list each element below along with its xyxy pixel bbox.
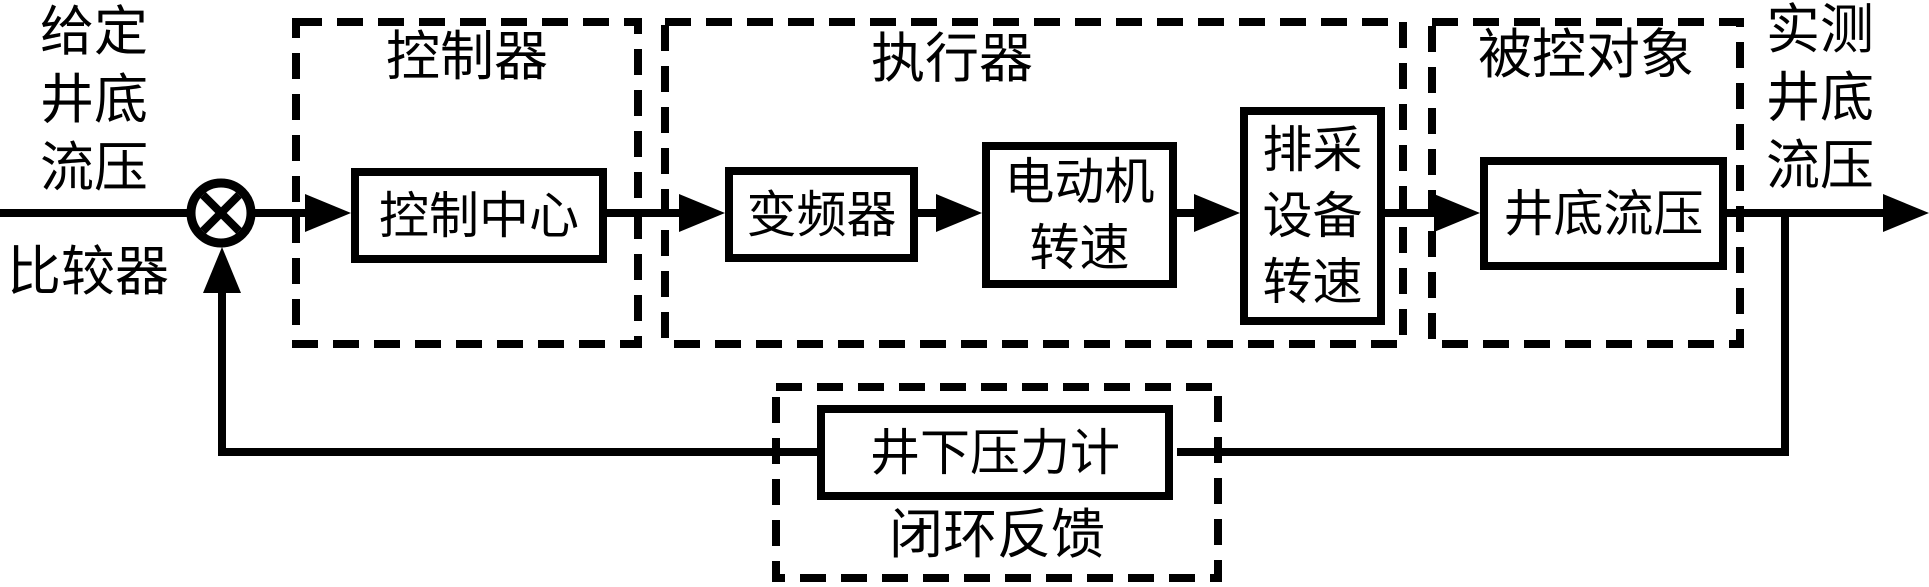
arrow-right-icon — [1434, 194, 1480, 232]
arrow-right-icon — [1194, 194, 1240, 232]
comparator-junction-icon — [186, 178, 256, 248]
control-center-block: 控制中心 — [351, 168, 607, 263]
comparator-label: 比较器 — [7, 242, 169, 302]
arrow-right-icon — [936, 194, 982, 232]
actuator-group-title: 执行器 — [871, 29, 1033, 89]
pumping-equipment-speed-block: 排采 设备 转速 — [1240, 107, 1385, 325]
arrow-right-icon — [679, 194, 725, 232]
arrow-up-icon — [203, 247, 241, 293]
feedback-group-title: 闭环反馈 — [889, 505, 1105, 565]
comparator-circle — [186, 178, 256, 248]
plant-group-title: 被控对象 — [1478, 25, 1694, 85]
actuator-group-frame — [661, 18, 1407, 348]
frequency-converter-block: 变频器 — [725, 167, 918, 262]
motor-speed-block: 电动机 转速 — [982, 142, 1177, 288]
comparator-cross-stroke-2 — [200, 192, 242, 234]
bottomhole-flowing-pressure-block: 井底流压 — [1480, 157, 1727, 270]
feedback-group-frame — [772, 383, 1222, 582]
downhole-pressure-gauge-block: 井下压力计 — [817, 405, 1173, 500]
plant-group-frame — [1428, 18, 1744, 348]
arrow-right-icon — [305, 194, 351, 232]
arrow-right-icon — [1883, 194, 1929, 232]
measured-output-label: 实测 井底 流压 — [1766, 0, 1874, 196]
controller-group-title: 控制器 — [386, 27, 548, 87]
feedback-return-line — [218, 289, 821, 456]
setpoint-label: 给定 井底 流压 — [40, 2, 148, 198]
feedback-branch-line — [1177, 213, 1789, 456]
controller-group-frame — [292, 18, 642, 348]
